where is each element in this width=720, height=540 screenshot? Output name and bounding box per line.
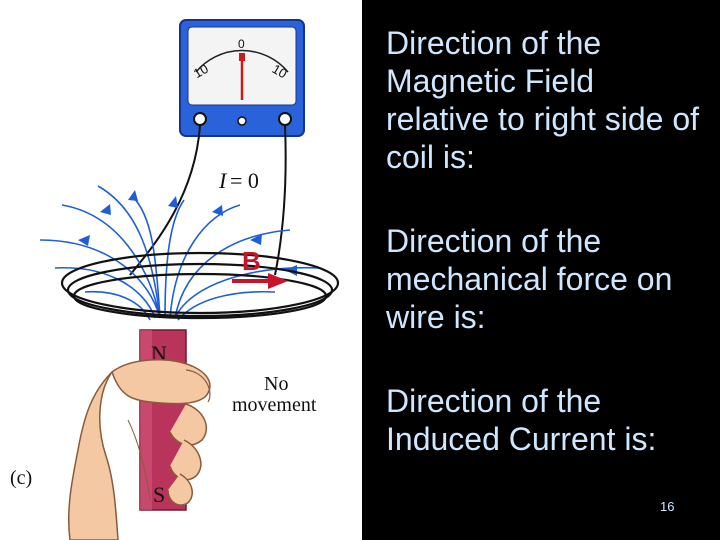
- diagram-canvas: 10 0 10 I = 0: [10, 19, 340, 540]
- meter-terminal-left: [193, 112, 207, 126]
- current-value: = 0: [230, 168, 259, 193]
- force-direction-question: Direction of the mechanical force on wir…: [386, 223, 673, 335]
- movement-label-line2: movement: [232, 394, 317, 416]
- field-label: B: [242, 246, 261, 276]
- meter-scale-right: 10: [270, 61, 290, 81]
- magnetic-field-lines: [39, 185, 321, 321]
- field-direction-question: Direction of the Magnetic Field relative…: [386, 25, 700, 175]
- meter-scale-left: 10: [191, 61, 211, 81]
- current-symbol: I: [218, 168, 228, 193]
- meter-terminal-right: [278, 112, 292, 126]
- page-number: 16: [660, 499, 675, 514]
- induction-illustration: 10 0 10 I = 0: [0, 0, 362, 540]
- connecting-wires: [129, 124, 287, 276]
- current-direction-question: Direction of the Induced Current is:: [386, 383, 657, 457]
- magnet-south-label: S: [153, 482, 165, 507]
- hand: [67, 359, 211, 540]
- field-arrow: [232, 273, 288, 289]
- movement-label-line1: No: [264, 373, 288, 395]
- galvanometer: 10 0 10: [179, 19, 305, 137]
- panel-label: (c): [10, 467, 32, 489]
- meter-scale-center: 0: [238, 37, 245, 51]
- wire-coil: [60, 251, 340, 320]
